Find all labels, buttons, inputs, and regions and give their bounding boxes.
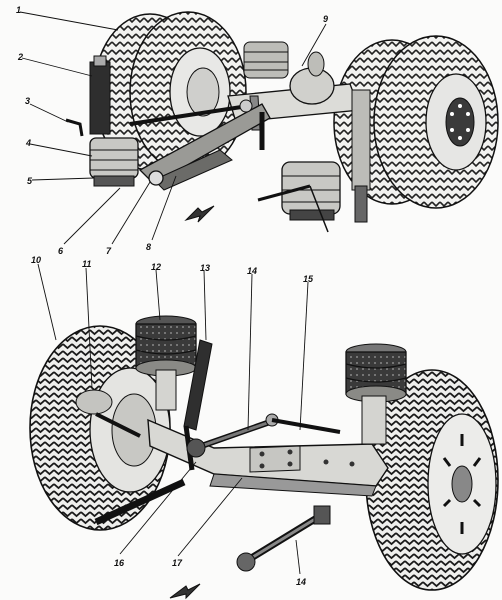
callout-8: 8 [146,242,151,252]
callout-6: 6 [58,246,64,256]
radius-rod-lower [236,505,331,572]
callout-2: 2 [17,52,23,62]
leader-lines [19,11,327,575]
callout-3: 3 [25,96,30,106]
callout-14-top: 14 [247,266,257,276]
air-spring-front-left [89,137,139,187]
callout-17: 17 [172,558,183,568]
trailing-arm-top [129,99,329,233]
top-assembly [65,11,499,233]
shock-absorber-left-top [89,55,111,135]
callout-7: 7 [106,246,112,256]
callout-11: 11 [82,259,91,269]
callout-9: 9 [323,14,328,24]
callout-10: 10 [31,255,41,265]
mounting-bracket-11 [75,389,141,438]
lower-link-16 [94,478,186,526]
callout-16: 16 [114,558,125,568]
bracket-3 [65,118,84,137]
axle-housing-top [227,51,361,131]
track-rod [186,413,341,458]
callout-1: 1 [16,5,21,15]
callout-14-bottom: 14 [296,577,306,587]
callout-13: 13 [200,263,210,273]
shock-absorber-right-top [351,89,371,223]
air-spring-rear-left [243,41,289,79]
right-wheel-bottom [365,369,499,591]
front-beam-axle [147,418,389,497]
callout-15: 15 [303,274,314,284]
direction-arrow-icon [169,583,201,600]
direction-arrow-icon [184,205,215,223]
callout-12: 12 [151,262,161,272]
bottom-assembly [29,315,499,600]
callout-4: 4 [25,138,31,148]
air-spring-bottom-right [345,343,407,445]
callout-5: 5 [27,176,33,186]
callout-labels: 1 2 3 4 5 6 7 8 9 10 11 12 13 14 15 16 1… [16,5,328,587]
